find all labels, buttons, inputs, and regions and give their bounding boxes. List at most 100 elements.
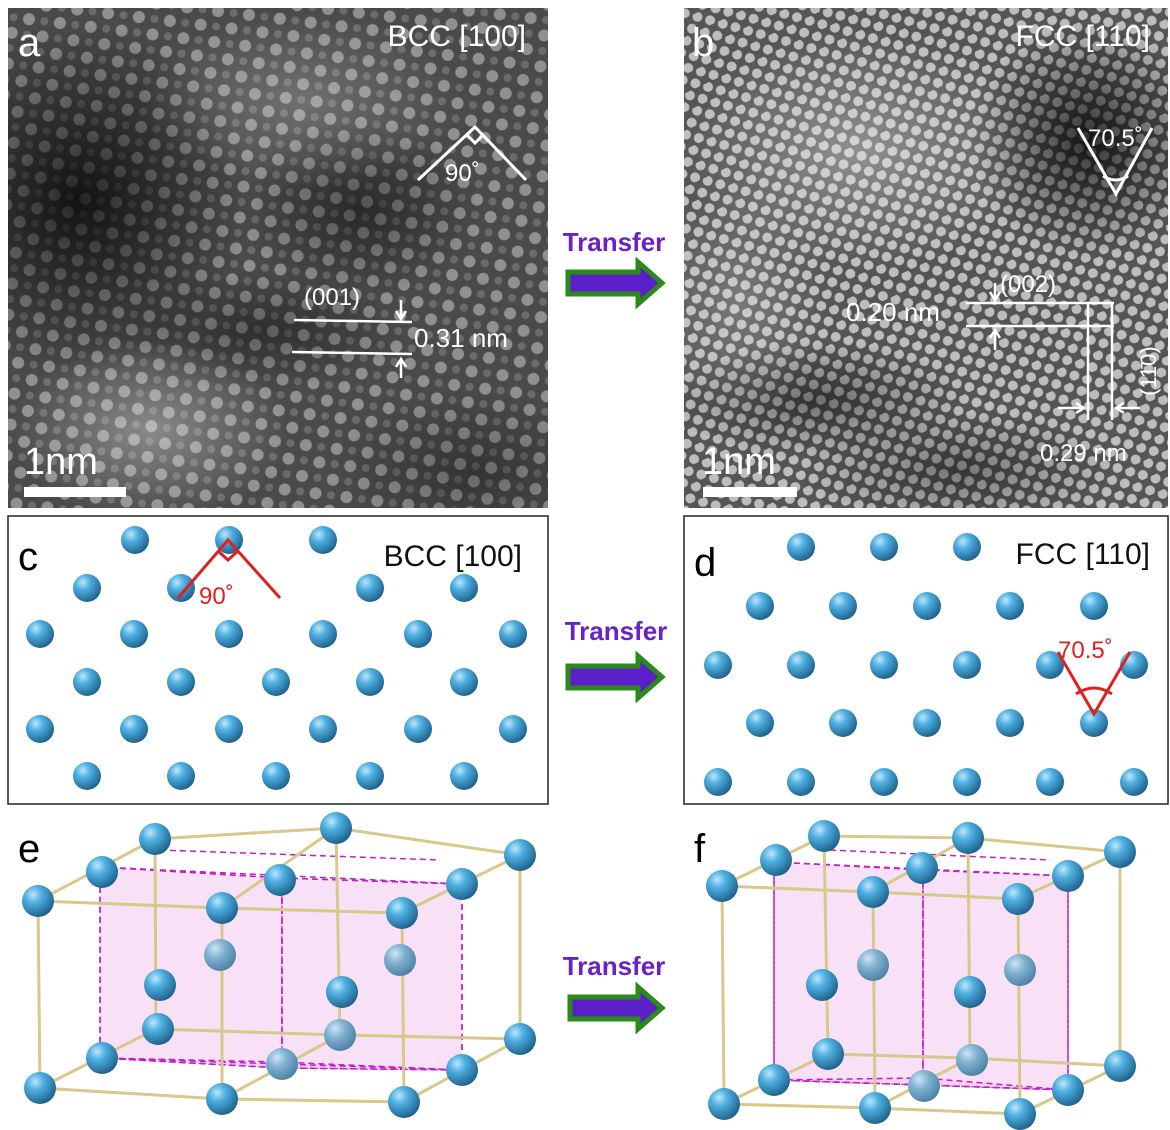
plane-edge [773,861,1069,877]
atom [913,592,941,620]
panel-d-angle-marker [1056,651,1132,717]
cell-edge [872,890,1019,901]
atom [758,1064,790,1096]
atom [450,668,478,696]
atom [73,668,101,696]
atom [954,976,986,1008]
panel-b-angle-label: 70.5˚ [1088,125,1143,152]
atom [746,709,774,737]
atom [1004,954,1036,986]
shaded-plane [773,861,924,1086]
atom [324,1019,356,1051]
cell-edge [969,1056,1121,1068]
atom [309,620,337,648]
atom [142,1013,174,1045]
atom [356,762,384,790]
plane-edge [281,877,463,885]
cell-edge [155,1027,341,1037]
atom [870,651,898,679]
cell-edge [39,1086,223,1101]
atom [870,533,898,561]
atom [787,651,815,679]
atom [144,969,176,1001]
atom [829,592,857,620]
transfer-arrow-shape-1 [565,256,666,310]
transfer-label-1: Transfer [563,227,666,257]
panel-d-letter: d [694,541,716,585]
atom [26,620,54,648]
panel-b-scale-label: 1nm [702,441,776,483]
panel-c-frame [7,515,549,805]
panel-a-spacing-marker [291,300,413,378]
transfer-arrow-2: Transfer [565,616,667,704]
panel-c-angle-marker [176,537,282,600]
atom [906,852,938,884]
atom [86,856,118,888]
atom [386,897,418,929]
atom [1002,883,1034,915]
atom [86,1042,118,1074]
panel-f-cell [706,820,1136,1130]
panel-c-bcc-projection: c BCC [100] 90˚ [7,515,549,805]
atom [704,651,732,679]
cell-edge [221,906,403,915]
cell-edge [967,836,1121,854]
atom [1080,709,1108,737]
atom [808,820,840,852]
atom [121,526,149,554]
panel-e-bcc-unit-cell: e [18,812,536,1118]
atom [26,715,54,743]
cell-edge [871,891,877,1109]
atom [320,812,352,844]
atom [1036,651,1064,679]
atom [22,885,54,917]
atom [956,1044,988,1076]
panel-c-angle-label: 90˚ [199,583,234,610]
panel-a-angle-label: 90˚ [445,160,480,187]
atom [206,1083,238,1115]
atom [309,526,337,554]
panel-b-letter: b [692,21,714,65]
atom [746,592,774,620]
panel-a-scale-bar [24,487,126,497]
atom [857,949,889,981]
cell-edge [36,900,42,1089]
atom [953,768,981,796]
atom [806,969,838,1001]
atom [262,668,290,696]
panel-a-angle-marker [416,124,528,182]
cell-edge [720,885,726,1105]
cell-edge [335,826,521,857]
cell-edge [154,826,337,841]
panel-e-cell [22,812,536,1118]
atom [1120,768,1148,796]
atom [24,1072,56,1104]
panel-d-atoms [704,533,1148,796]
atom [206,892,238,924]
atom [787,533,815,561]
atom [450,762,478,790]
panel-f-letter: f [694,827,706,871]
atom [1052,1074,1084,1106]
panel-b-spacing2-label: 0.29 nm [1040,440,1127,467]
atom [73,762,101,790]
panel-a-plane-label: (001) [304,284,360,311]
shaded-plane [281,877,463,1071]
panel-b-angle-marker [1076,127,1154,198]
transfer-arrow-1: Transfer [563,227,666,310]
cell-edge [37,899,223,910]
transfer-arrow-shape-3 [567,981,666,1035]
panel-d-frame [683,515,1169,805]
panel-b-structure-label: FCC [110] [1016,20,1151,53]
cell-edge [221,1097,405,1104]
atom [309,715,337,743]
atom [908,1070,940,1102]
atom [1104,1050,1136,1082]
atom [215,715,243,743]
atom [996,592,1024,620]
atom [913,709,941,737]
atom [167,762,195,790]
shaded-plane [99,866,283,1069]
atom [499,715,527,743]
panel-b-hrtem-image: b FCC [110] 70.5˚ (002) 0.20 nm (11̄0) 0… [684,8,1168,508]
